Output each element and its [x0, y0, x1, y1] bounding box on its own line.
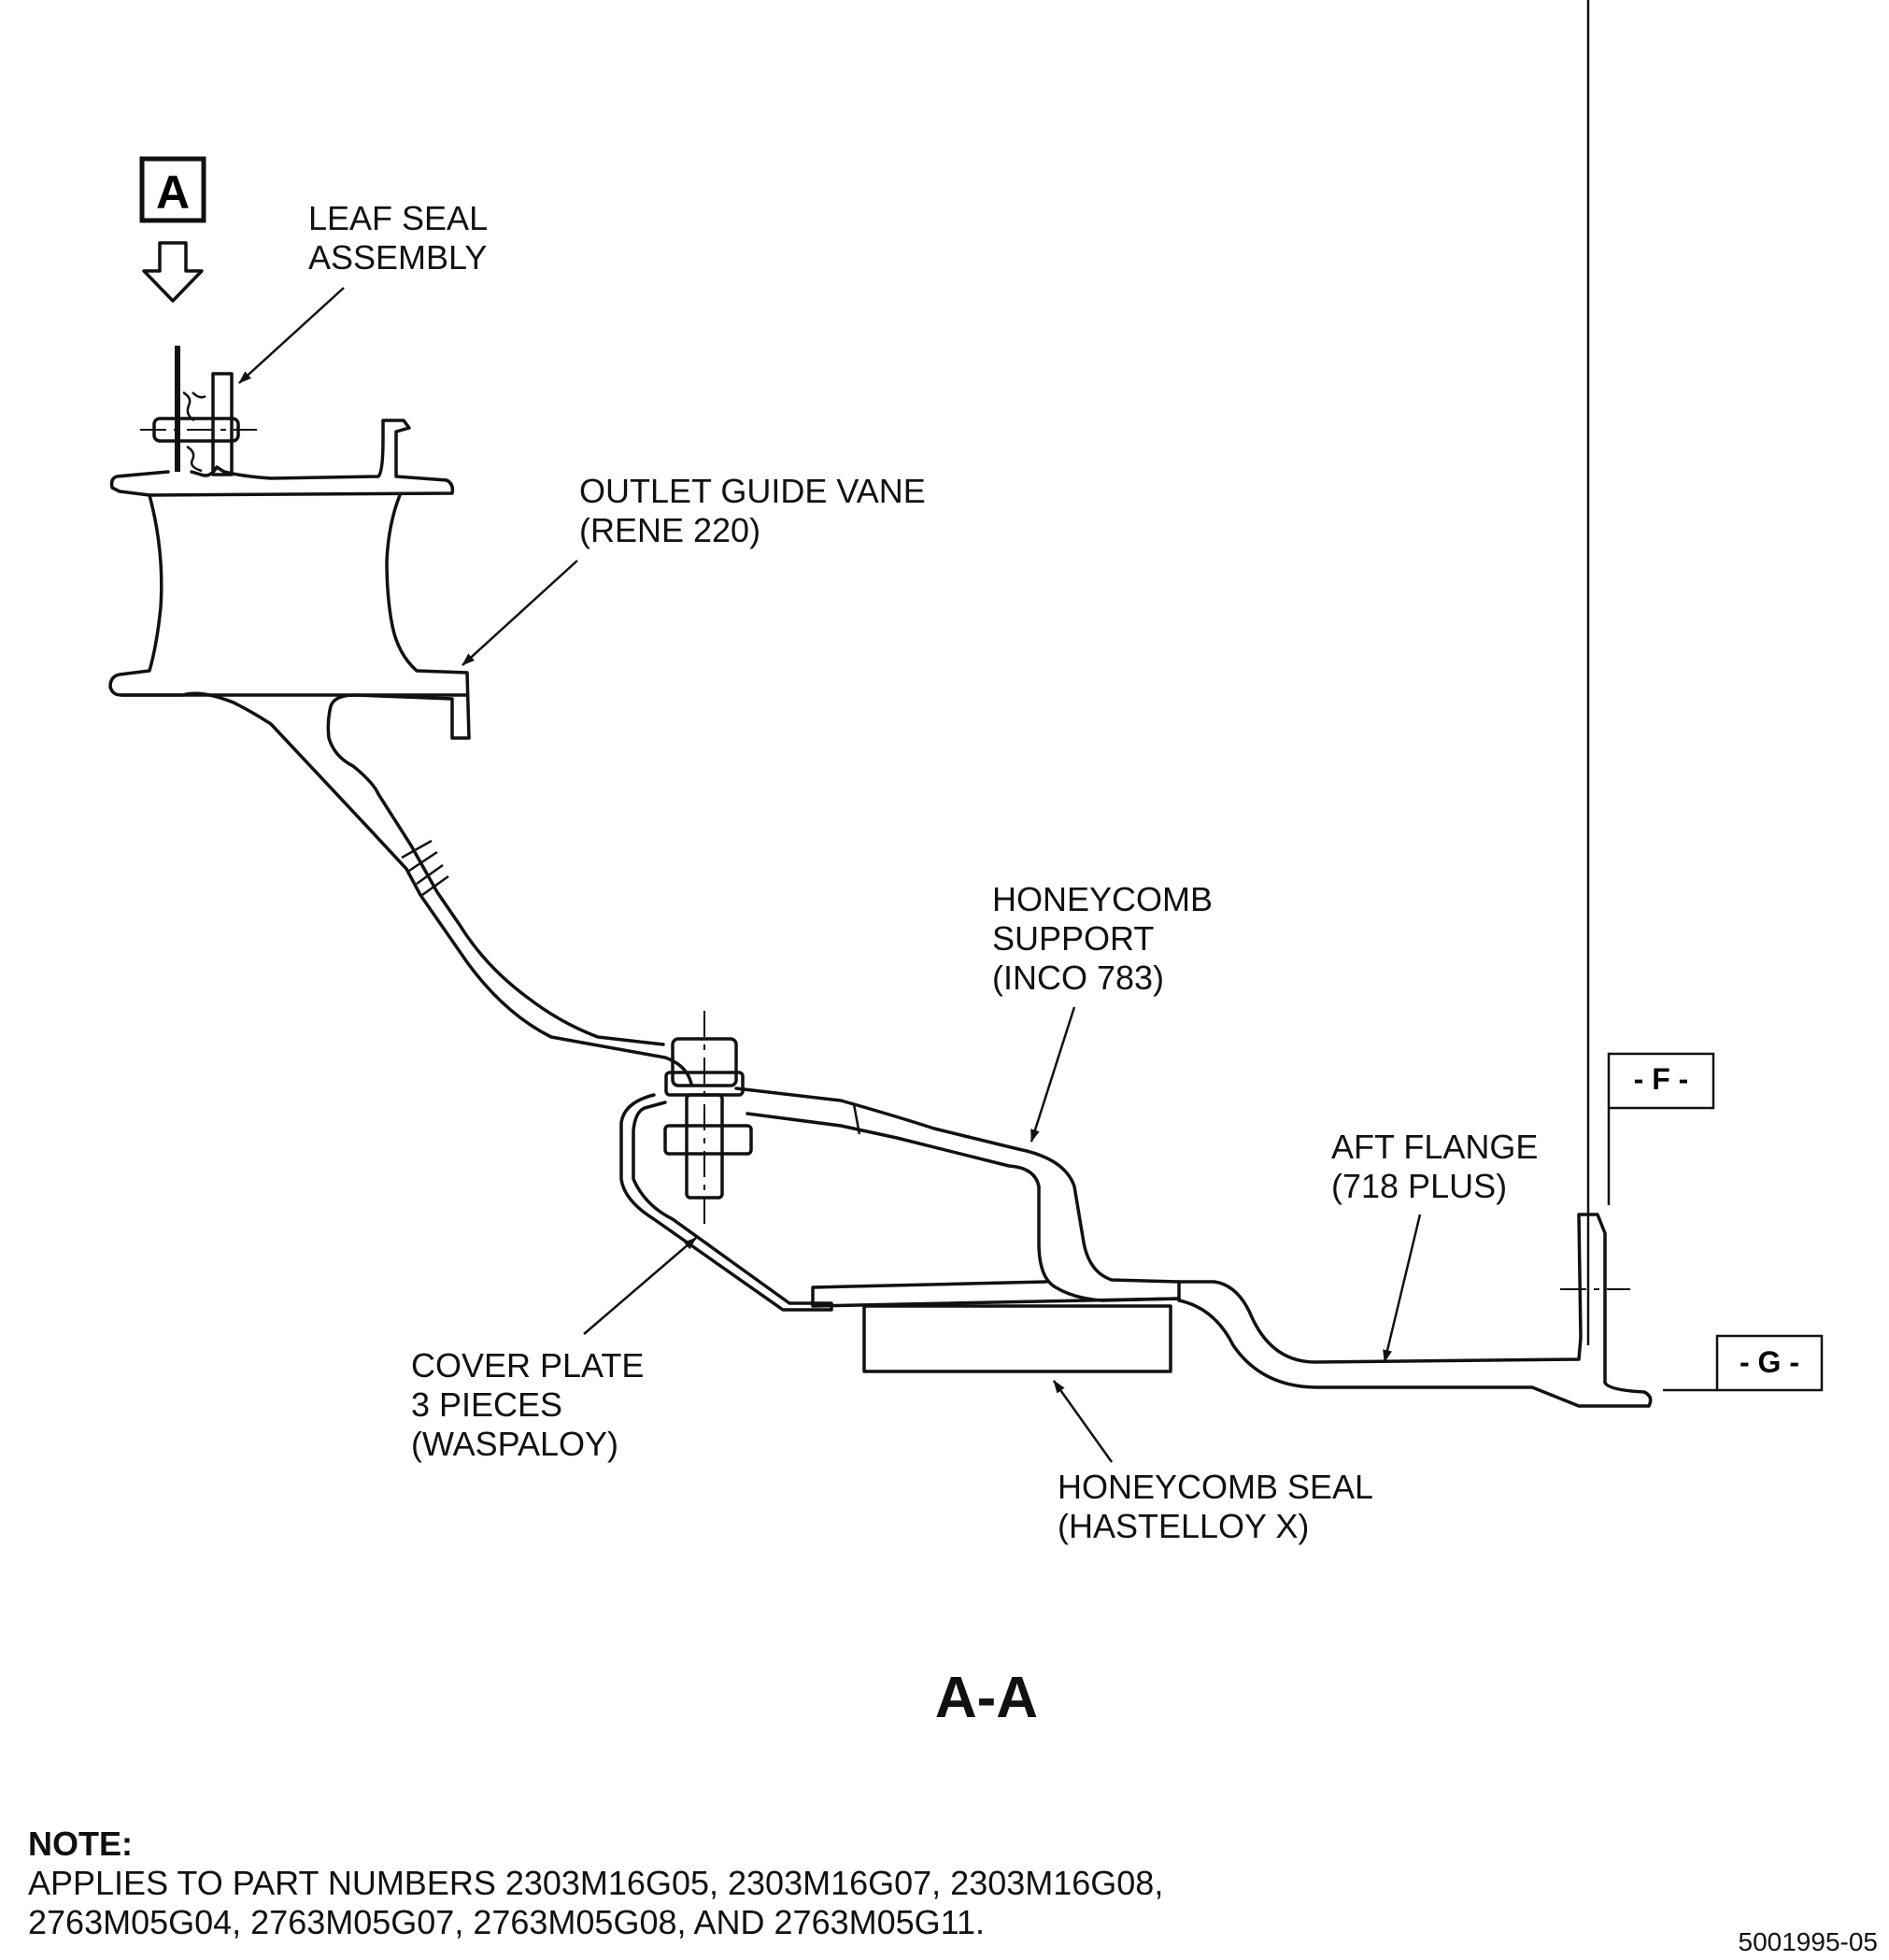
aft-flange-leader	[1383, 1214, 1422, 1363]
cover-plate	[619, 1093, 833, 1312]
outlet-guide-vane-label: OUTLET GUIDE VANE (RENE 220)	[579, 472, 935, 549]
section-title: A-A	[935, 1666, 1038, 1730]
aft-flange	[1177, 0, 1717, 1408]
note-heading: NOTE:	[28, 1825, 133, 1863]
note-line-2: 2763M05G04, 2763M05G07, 2763M05G08, AND …	[28, 1903, 985, 1941]
honeycomb-support-label: HONEYCOMB SUPPORT (INCO 783)	[992, 880, 1222, 997]
honeycomb-seal	[862, 1304, 1172, 1373]
leaf-seal-label: LEAF SEAL ASSEMBLY	[308, 199, 496, 277]
honeycomb-support-leader	[1030, 1006, 1076, 1143]
datum-f-label: - F -	[1634, 1062, 1689, 1096]
cover-plate-label: COVER PLATE 3 PIECES (WASPALOY)	[411, 1346, 653, 1463]
figure-number: 5001995-05	[1739, 1927, 1878, 1956]
view-marker: A	[139, 156, 206, 303]
leaf-seal-assembly	[140, 346, 257, 476]
datum-g: - G -	[1715, 1334, 1824, 1392]
bolt	[663, 1011, 753, 1224]
outlet-guide-vane-leader	[462, 560, 578, 666]
view-direction-arrow-icon	[142, 241, 204, 303]
honeycomb-seal-leader	[1052, 1380, 1114, 1463]
honeycomb-support	[734, 1087, 1181, 1308]
datum-f: - F -	[1607, 1052, 1715, 1205]
outlet-guide-vane	[108, 419, 693, 1086]
leaf-seal-leader	[238, 287, 345, 384]
aft-flange-label: AFT FLANGE (718 PLUS)	[1331, 1128, 1547, 1205]
datum-g-label: - G -	[1740, 1345, 1799, 1379]
cover-plate-leader	[583, 1237, 697, 1335]
note-line-1: APPLIES TO PART NUMBERS 2303M16G05, 2303…	[28, 1864, 1163, 1902]
view-marker-letter: A	[156, 166, 190, 219]
honeycomb-seal-label: HONEYCOMB SEAL (HASTELLOY X)	[1058, 1468, 1382, 1545]
